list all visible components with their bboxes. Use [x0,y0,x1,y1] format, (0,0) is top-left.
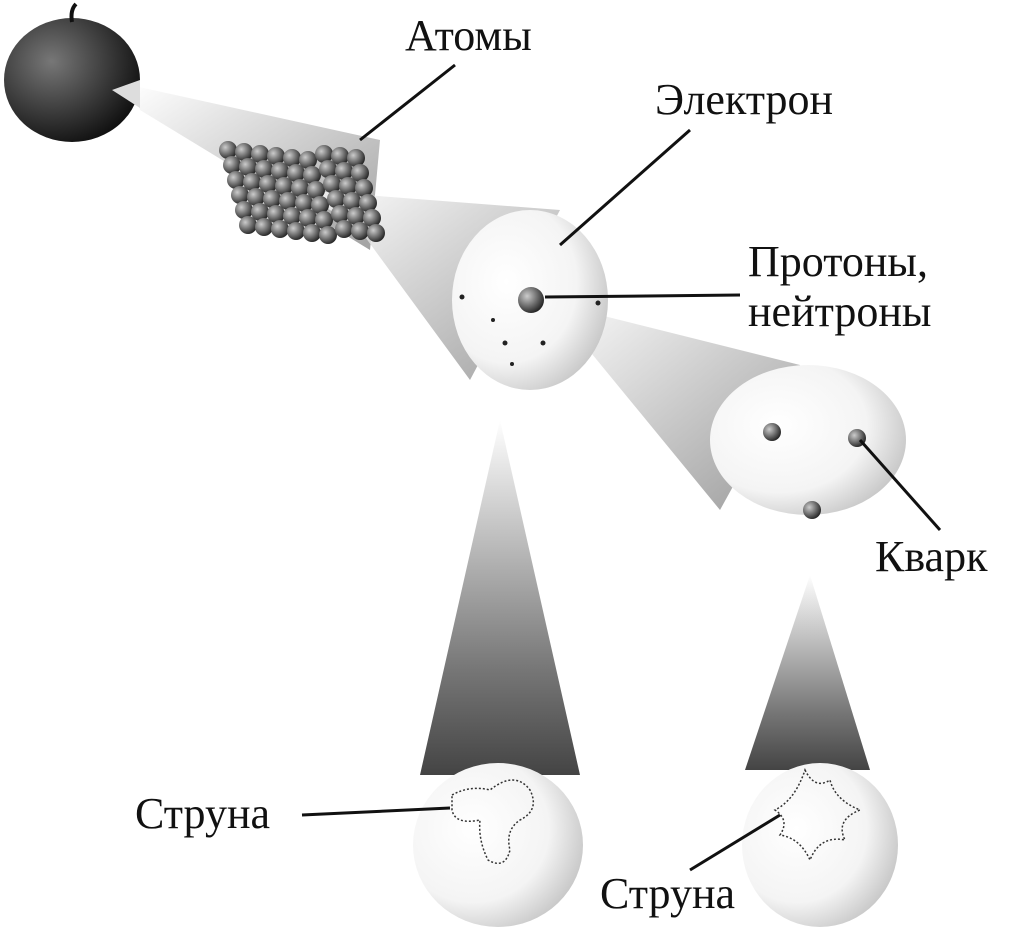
label-protons: Протоны, [748,237,928,286]
atom-sphere [303,166,321,184]
zoom-cone-atom-to-string [420,420,580,775]
atom-sphere [335,162,353,180]
atom-sphere [307,181,325,199]
label-electron: Электрон [655,75,834,124]
atom-sphere [243,173,261,191]
zoom-cone-quark-to-string [745,575,870,770]
label-string-bottom: Струна [600,869,736,918]
label-string-left: Струна [135,789,271,838]
nucleus [518,287,544,313]
atom-sphere [327,190,345,208]
atom-sphere [299,209,317,227]
atom-sphere [343,192,361,210]
atom-sphere [283,207,301,225]
quark [803,501,821,519]
atom-sphere [323,175,341,193]
atom-disc [452,210,608,390]
atom-sphere [295,194,313,212]
atom-sphere [235,143,253,161]
atom-sphere [291,179,309,197]
atom-sphere [267,147,285,165]
atom-sphere [315,211,333,229]
atom-sphere [231,186,249,204]
atom-sphere [335,220,353,238]
atom-sphere [263,190,281,208]
atom-sphere [279,192,297,210]
apple-icon [4,2,140,142]
atom-sphere [239,158,257,176]
string-loop [451,779,535,865]
atom-sphere [255,218,273,236]
string-loop [773,768,863,862]
atom-sphere [227,171,245,189]
atom-sphere [271,220,289,238]
atom-sphere [271,162,289,180]
atom-sphere [299,151,317,169]
atoms-cluster [219,141,385,244]
atom-sphere [351,164,369,182]
atom-sphere [347,149,365,167]
atom-sphere [267,205,285,223]
atom-sphere [331,147,349,165]
atom-sphere [239,216,257,234]
atom-sphere [319,226,337,244]
atom-sphere [359,194,377,212]
atom-sphere [367,224,385,242]
atom-sphere [363,209,381,227]
atom-sphere [251,145,269,163]
label-neutrons: нейтроны [748,287,932,336]
atom-sphere [255,160,273,178]
atom-sphere [275,177,293,195]
atom-sphere [339,177,357,195]
atom-sphere [355,179,373,197]
string-disc-left [413,763,583,927]
atom-sphere [315,145,333,163]
atom-sphere [287,222,305,240]
quark [763,423,781,441]
leader-lines [301,63,942,872]
atom-sphere [251,203,269,221]
atom-sphere [319,160,337,178]
atom-sphere [311,196,329,214]
nucleon-disc [710,365,906,519]
label-atoms: Атомы [405,11,532,60]
atom-sphere [347,207,365,225]
atom-sphere [351,222,369,240]
atom-sphere [219,141,237,159]
string-disc-right [742,763,898,927]
atom-sphere [303,224,321,242]
atom-sphere [235,201,253,219]
atom-sphere [283,149,301,167]
atom-sphere [259,175,277,193]
atom-sphere [287,164,305,182]
atom-sphere [247,188,265,206]
atom-sphere [223,156,241,174]
label-quark: Кварк [875,532,988,581]
atom-sphere [331,205,349,223]
